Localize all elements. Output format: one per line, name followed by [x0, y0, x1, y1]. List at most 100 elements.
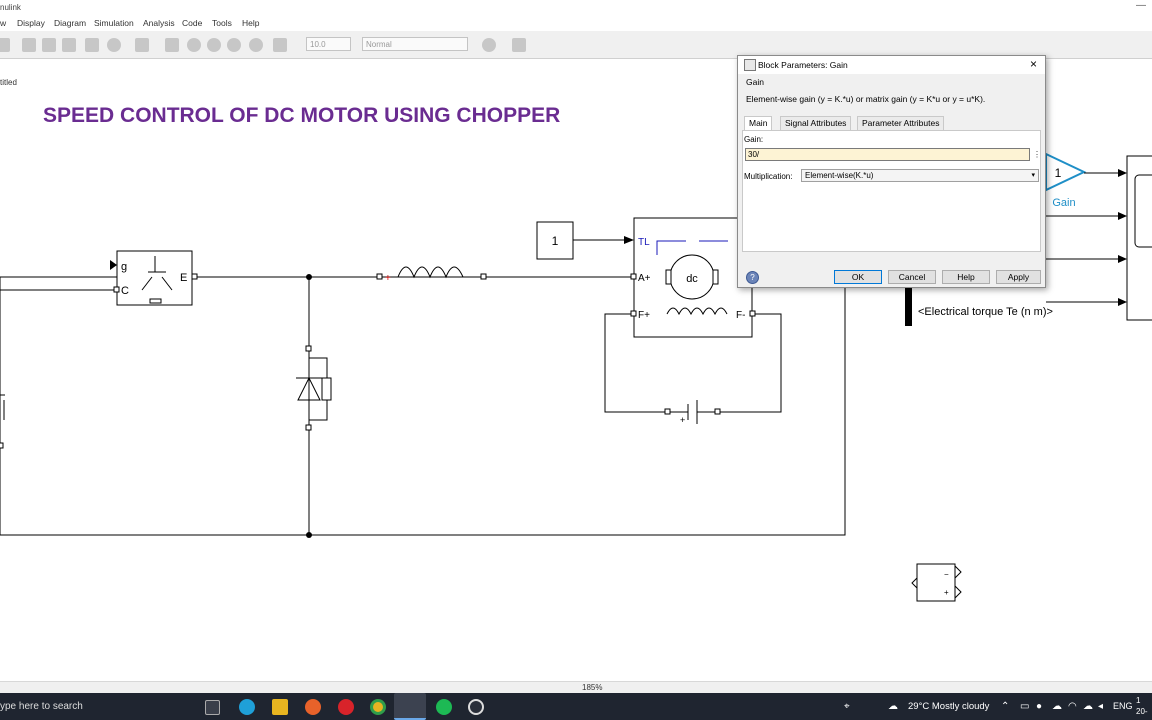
constant-value: 1 — [552, 234, 559, 248]
opera-icon[interactable] — [338, 699, 354, 715]
stop-icon[interactable] — [249, 38, 263, 52]
step-back-icon[interactable] — [165, 38, 179, 52]
simulink-icon — [744, 59, 756, 71]
tray-pen-icon[interactable]: ⌖ — [844, 701, 850, 712]
left-partial-block — [0, 394, 5, 449]
junction-top — [306, 274, 312, 280]
minimize-button[interactable]: — — [1136, 0, 1146, 11]
gain-block-value: 1 — [1055, 166, 1062, 180]
cancel-button[interactable]: Cancel — [888, 270, 936, 284]
grid-icon[interactable] — [512, 38, 526, 52]
gain-field-label: Gain: — [744, 135, 764, 144]
save-icon[interactable] — [0, 38, 10, 52]
tab-parameter-attributes[interactable]: Parameter Attributes — [857, 116, 945, 130]
sum-block[interactable]: − + — [911, 563, 962, 602]
menu-simulation[interactable]: Simulation — [94, 18, 134, 28]
inductor-block[interactable]: + — [376, 266, 487, 284]
taskbar-search[interactable]: ype here to search — [0, 701, 83, 712]
task-view-icon[interactable] — [205, 700, 220, 715]
diode-block[interactable] — [296, 345, 332, 431]
sum-body — [916, 563, 956, 602]
model-tab[interactable]: titled — [0, 78, 17, 87]
menu-diagram[interactable]: Diagram — [54, 18, 87, 28]
port-fminus: F- — [736, 310, 745, 321]
battery-plus: + — [680, 415, 685, 425]
tray-time[interactable]: 1 — [1136, 696, 1141, 705]
igbt-block[interactable]: g C E — [116, 250, 193, 306]
check-icon[interactable] — [482, 38, 496, 52]
window-titlebar: nulink — — [0, 0, 1152, 16]
chrome-icon[interactable] — [370, 699, 386, 715]
gain-block-label: Gain — [1052, 197, 1075, 209]
tab-main[interactable]: Main — [744, 116, 773, 131]
edge-icon[interactable] — [239, 699, 255, 715]
menu-analysis[interactable]: Analysis — [143, 18, 175, 28]
wire-field-left — [604, 313, 668, 413]
run-icon[interactable] — [207, 38, 221, 52]
explorer-icon[interactable] — [135, 38, 149, 52]
constant-block[interactable]: 1 — [536, 221, 574, 260]
settings-icon[interactable] — [107, 38, 121, 52]
menu-help[interactable]: Help — [242, 18, 260, 28]
file-explorer-icon[interactable] — [272, 699, 288, 715]
menu-view[interactable]: w — [0, 18, 7, 28]
dc-source-block[interactable]: + — [664, 400, 721, 425]
close-icon[interactable]: × — [1030, 57, 1038, 71]
tray-onedrive-icon[interactable]: ☁ — [1052, 701, 1062, 712]
igbt-g-label: g — [121, 261, 127, 273]
status-bar: 185% — [0, 681, 1152, 694]
tray-wifi-icon[interactable]: ◠ — [1068, 701, 1077, 712]
library-icon[interactable] — [85, 38, 99, 52]
gain-input[interactable] — [745, 148, 1030, 161]
menu-code[interactable]: Code — [182, 18, 203, 28]
tray-chevron-icon[interactable]: ⌃ — [1001, 701, 1010, 712]
main-tab-panel: Gain: ⋮ Multiplication: Element-wise(K.*… — [742, 130, 1041, 252]
sum-plus: + — [944, 588, 949, 597]
spotify-icon[interactable] — [436, 699, 452, 715]
back-icon[interactable] — [22, 38, 36, 52]
help-icon[interactable]: ? — [746, 271, 759, 284]
tray-monitor-icon[interactable]: ▭ — [1020, 701, 1030, 712]
app-icon[interactable] — [468, 699, 484, 715]
wire-field-right — [717, 313, 782, 413]
constant-body — [536, 221, 574, 260]
ok-button[interactable]: OK — [834, 270, 882, 284]
apply-button[interactable]: Apply — [996, 270, 1041, 284]
matlab-taskbar-button[interactable] — [394, 693, 426, 720]
tray-date[interactable]: 20- — [1136, 707, 1148, 716]
igbt-e-label: E — [180, 272, 187, 284]
step-icon[interactable] — [187, 38, 201, 52]
scope-block[interactable] — [1126, 155, 1152, 321]
up-icon[interactable] — [62, 38, 76, 52]
window-title: nulink — [0, 3, 21, 12]
sim-mode-select[interactable]: Normal — [362, 37, 468, 51]
step-forward-icon[interactable] — [227, 38, 241, 52]
gain-block[interactable]: 1 Gain — [1045, 152, 1087, 209]
scope-icon[interactable] — [273, 38, 287, 52]
tray-cloud-icon[interactable]: ☁ — [1083, 701, 1093, 712]
help-button[interactable]: Help — [942, 270, 990, 284]
inductor-plus: + — [385, 273, 391, 284]
toolbar: 10.0 Normal — [0, 31, 1152, 59]
more-options-icon[interactable]: ⋮ — [1033, 150, 1041, 159]
stop-time-input[interactable]: 10.0 — [306, 37, 351, 51]
tray-mic-icon[interactable]: ● — [1036, 701, 1043, 712]
dialog-description: Element-wise gain (y = K.*u) or matrix g… — [746, 94, 986, 104]
bus-selector[interactable] — [905, 285, 912, 326]
firefox-icon[interactable] — [305, 699, 321, 715]
forward-icon[interactable] — [42, 38, 56, 52]
tab-signal-attributes[interactable]: Signal Attributes — [780, 116, 852, 130]
multiplication-value: Element-wise(K.*u) — [805, 171, 874, 180]
dc-machine-block[interactable]: dc TL A+ F+ F- — [630, 217, 756, 338]
tray-weather[interactable]: 29°C Mostly cloudy — [908, 701, 990, 712]
dialog-titlebar[interactable]: Block Parameters: Gain × — [738, 56, 1045, 74]
menu-tools[interactable]: Tools — [212, 18, 232, 28]
multiplication-select[interactable]: Element-wise(K.*u) ▾ — [801, 169, 1039, 182]
junction-bottom — [306, 532, 312, 538]
sum-minus: − — [944, 570, 949, 579]
tray-volume-icon[interactable]: ◂ — [1098, 701, 1104, 712]
windows-taskbar: ype here to search ⌖ ☁ 29°C Mostly cloud… — [0, 693, 1152, 720]
block-parameters-dialog: Block Parameters: Gain × Gain Element-wi… — [737, 55, 1046, 288]
menu-display[interactable]: Display — [17, 18, 45, 28]
tray-language[interactable]: ENG — [1113, 701, 1133, 711]
